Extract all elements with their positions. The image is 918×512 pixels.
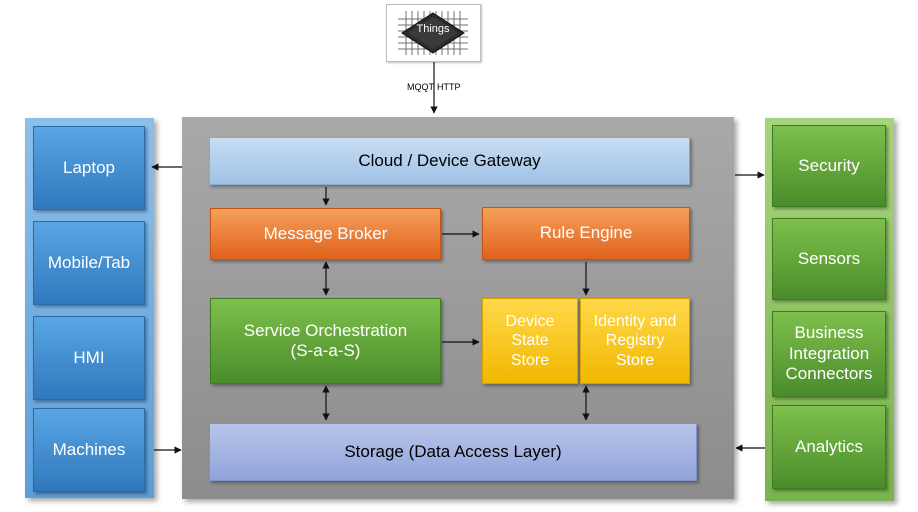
security-box: Security <box>772 125 886 207</box>
device-state-store-line-1: Device <box>505 313 555 331</box>
machines-box: Machines <box>33 408 145 492</box>
mobile-tab-box: Mobile/Tab <box>33 221 145 305</box>
business-integration-line-1: Business <box>794 323 864 343</box>
service-orchestration-box: Service Orchestration (S-a-a-S) <box>210 298 441 384</box>
business-integration-connectors-box: Business Integration Connectors <box>772 311 886 397</box>
rule-engine-box: Rule Engine <box>482 207 690 260</box>
things-label: Things <box>416 23 450 36</box>
service-orchestration-line-2: (S-a-a-S) <box>290 341 361 360</box>
identity-registry-store-line-2: Registry <box>605 332 665 350</box>
storage-data-access-layer-box: Storage (Data Access Layer) <box>209 423 697 481</box>
protocol-http-label: HTTP <box>437 82 461 92</box>
sensors-box: Sensors <box>772 218 886 300</box>
analytics-box: Analytics <box>772 405 886 489</box>
laptop-box: Laptop <box>33 126 145 210</box>
identity-registry-store-line-1: Identity and <box>593 313 677 331</box>
device-state-store-box: Device State Store <box>482 298 578 384</box>
hmi-box: HMI <box>33 316 145 400</box>
message-broker-box: Message Broker <box>210 208 441 260</box>
business-integration-line-3: Connectors <box>785 364 873 384</box>
business-integration-line-2: Integration <box>788 343 870 363</box>
protocol-mqqt-label: MQQT <box>407 82 434 92</box>
device-state-store-line-3: Store <box>510 351 550 369</box>
cloud-device-gateway-box: Cloud / Device Gateway <box>209 137 690 185</box>
device-state-store-line-2: State <box>511 332 549 350</box>
service-orchestration-line-1: Service Orchestration <box>243 320 408 340</box>
identity-registry-store-box: Identity and Registry Store <box>580 298 690 384</box>
microchip-icon <box>398 11 468 55</box>
identity-registry-store-line-3: Store <box>615 351 655 369</box>
